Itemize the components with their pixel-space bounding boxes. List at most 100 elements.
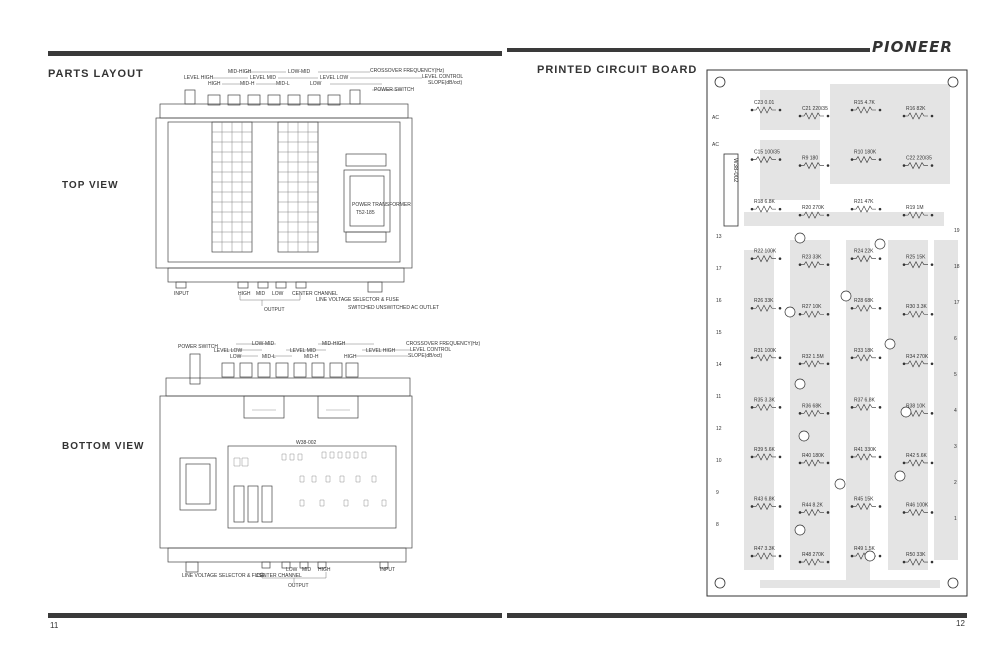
pad (850, 158, 854, 161)
pad (826, 164, 830, 167)
resistor-symbol (800, 409, 824, 418)
edge-number: 14 (716, 362, 722, 368)
transistor-symbol (874, 238, 886, 250)
pad (798, 263, 802, 266)
component-label: R41 330K (854, 447, 877, 453)
pad (798, 560, 802, 564)
component-label: R33 18K (854, 348, 874, 354)
pad (878, 554, 882, 558)
pad (750, 505, 754, 508)
pcb-component: R9 180 (798, 156, 830, 170)
transistor-symbol (784, 306, 796, 318)
pad (750, 406, 754, 409)
bottom-view-label: BOTTOM VIEW (62, 441, 145, 452)
pad (878, 306, 882, 310)
pad (902, 461, 906, 465)
pad (902, 164, 906, 167)
pad (930, 263, 934, 266)
pcb-component: R10 180K (850, 150, 882, 164)
resistor-symbol (800, 508, 824, 517)
component-label: R25 15K (906, 255, 926, 261)
bv-high: HIGH (344, 354, 357, 360)
pcb-component: R30 3.3K (902, 304, 934, 318)
pad (778, 554, 782, 558)
transistor-symbol (884, 338, 896, 350)
bv-out-low: LOW (286, 567, 298, 573)
bv-board: W38-002 (296, 440, 317, 446)
pcb-component: R34 270K (902, 354, 934, 368)
bv-mid-l: MID-L (262, 354, 276, 360)
bv-power-switch: POWER SWITCH (178, 344, 218, 350)
tv-out-high: HIGH (238, 291, 251, 297)
resistor-symbol (800, 161, 824, 170)
pad (826, 461, 830, 465)
component-label: R37 6.8K (854, 397, 876, 403)
component-label: R31 100K (754, 348, 777, 354)
bv-mid-high: MID-HIGH (322, 341, 346, 347)
pad (826, 362, 830, 366)
pcb-component: R24 22K (850, 249, 882, 263)
component-label: R19 1M (906, 205, 924, 211)
component-label: C21 220/35 (802, 106, 828, 112)
pcb-ac-label-2: AC (712, 142, 719, 148)
pad (930, 164, 934, 167)
edge-number: 16 (716, 298, 722, 304)
edge-number: 13 (716, 234, 722, 240)
component-label: R26 33K (754, 298, 774, 304)
bv-level-low: LEVEL LOW (214, 348, 242, 354)
tv-level-low: LEVEL LOW (320, 75, 348, 81)
bv-center-channel: CENTER CHANNEL (256, 573, 302, 579)
bv-mid-h: MID-H (304, 354, 319, 360)
tv-low-mid: LOW-MID (288, 69, 311, 75)
edge-number: 2 (954, 480, 957, 486)
resistor-symbol (852, 205, 876, 213)
transistor-symbol (794, 524, 806, 536)
pcb-component: R37 6.8K (850, 397, 882, 412)
pcb-component: R46 100K (902, 502, 934, 517)
component-label: R35 3.3K (754, 397, 776, 403)
bv-line-voltage: LINE VOLTAGE SELECTOR & FUSE (182, 573, 266, 579)
tv-high: HIGH (208, 81, 221, 87)
pcb-component: R23 33K (798, 255, 830, 269)
component-label: R46 100K (906, 502, 929, 508)
resistor-symbol (852, 403, 876, 412)
tv-mid-l: MID-L (276, 81, 290, 87)
resistor-symbol (752, 403, 776, 412)
pcb-component: R33 18K (850, 348, 882, 362)
edge-number: 19 (954, 228, 960, 234)
pcb-component: R20 270K (798, 205, 830, 219)
pad (850, 356, 854, 360)
bv-crossover: CROSSOVER FREQUENCY(Hz) (406, 341, 481, 347)
edge-number: 8 (716, 522, 719, 528)
resistor-symbol (800, 360, 824, 368)
page-number-right: 12 (956, 619, 965, 628)
pad (850, 554, 854, 558)
resistor-symbol (904, 558, 928, 566)
tv-low: LOW (310, 81, 322, 87)
pcb-component: R43 6.8K (750, 496, 782, 511)
edge-number: 17 (954, 300, 960, 306)
bv-out-mid: MID (302, 567, 312, 573)
resistor-symbol (800, 459, 824, 467)
edge-number: 9 (716, 490, 719, 496)
pad (750, 356, 754, 360)
resistor-symbol (752, 106, 776, 114)
pad (878, 207, 882, 211)
edge-number: 11 (716, 394, 721, 400)
edge-number: 12 (716, 426, 722, 432)
pad (798, 412, 802, 415)
pad (798, 461, 802, 465)
pad (798, 114, 802, 118)
pad (750, 207, 754, 211)
component-label: R36 68K (802, 403, 822, 409)
tv-out-low: LOW (272, 291, 284, 297)
bottom-board-details (233, 409, 387, 507)
pad (878, 108, 882, 112)
resistor-symbol (752, 453, 776, 461)
bv-level-mid: LEVEL MID (290, 348, 316, 354)
pcb-component: R39 5.6K (750, 447, 782, 461)
pad (878, 356, 882, 360)
